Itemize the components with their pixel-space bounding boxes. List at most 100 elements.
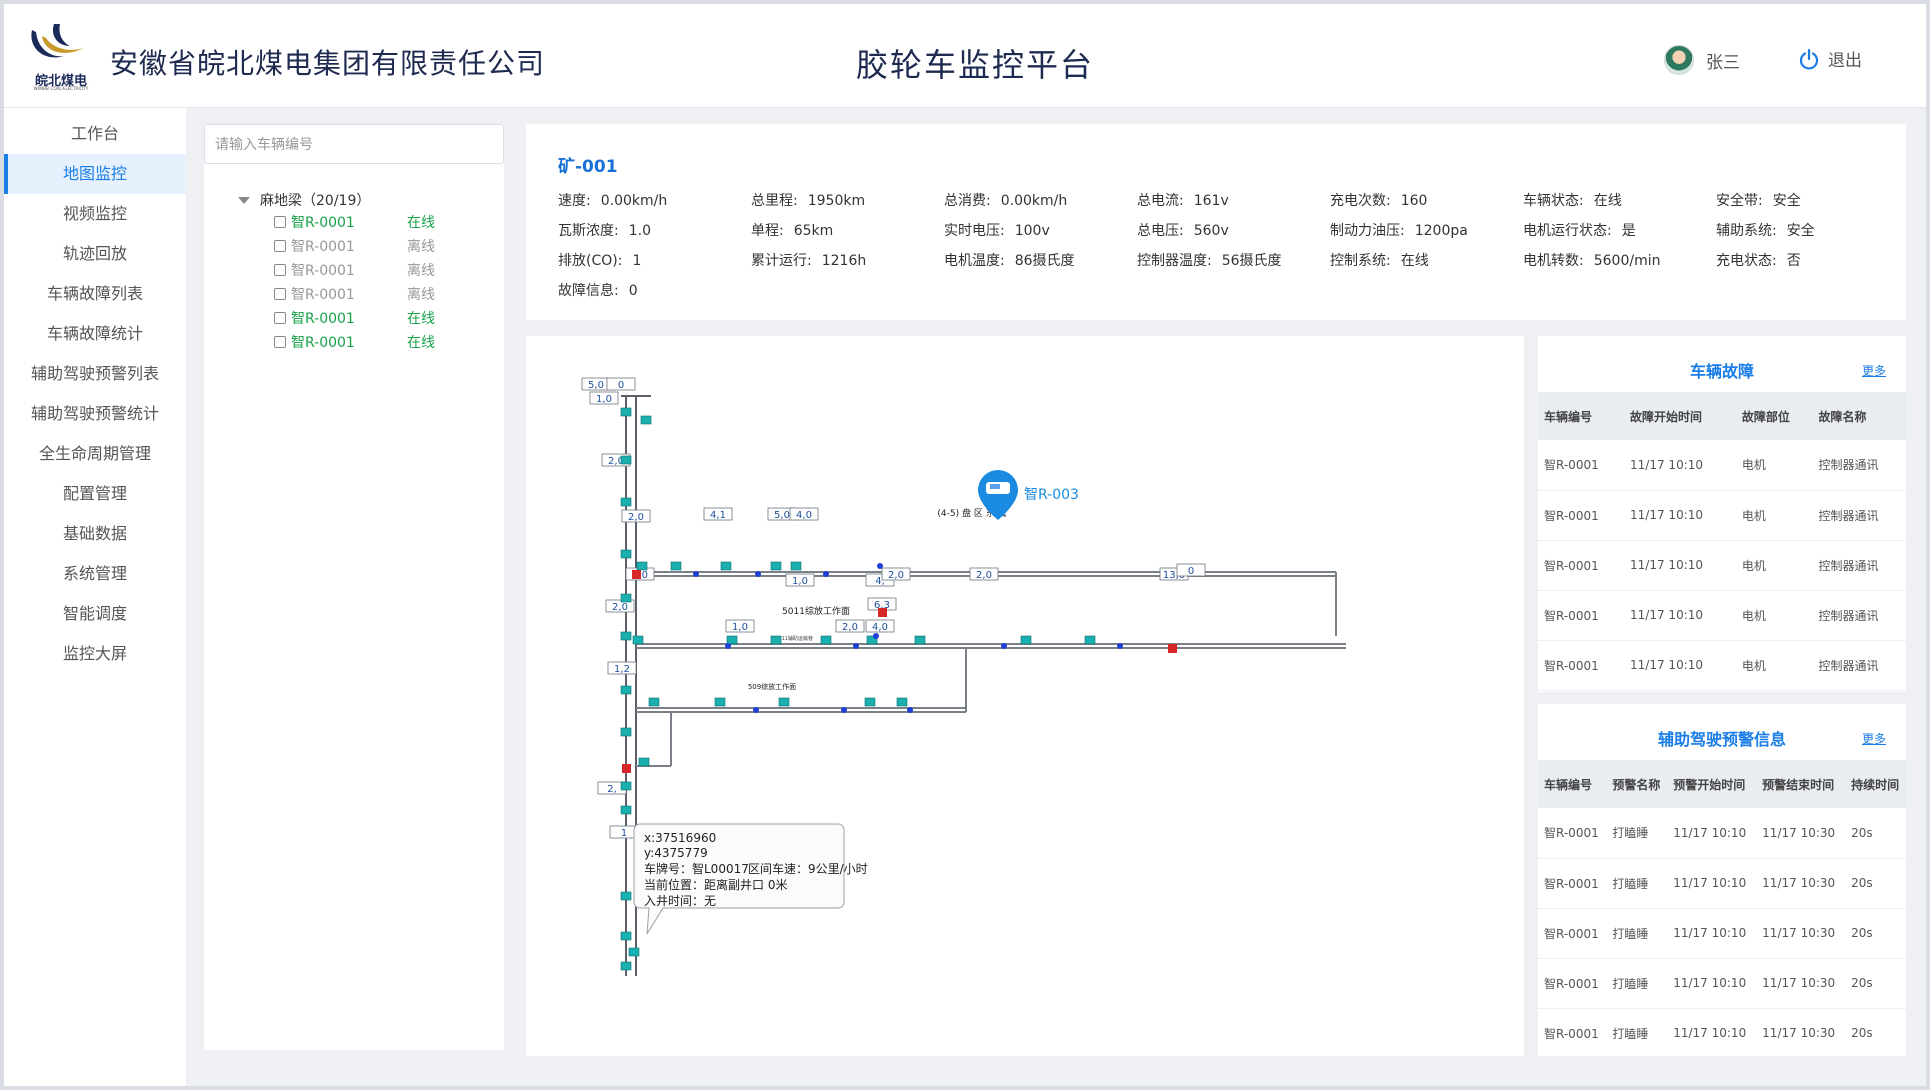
node-labels: 5,001,02,02,04,15,04,01,01,04,2,02,013,0… xyxy=(581,377,1206,839)
table-cell: 11/17 10:10 xyxy=(1624,490,1736,541)
info-value: 160 xyxy=(1400,193,1428,209)
equipment-icon xyxy=(638,757,650,767)
vehicle-pin-label: 智R-003 xyxy=(1024,487,1079,503)
info-label: 单程: xyxy=(751,223,784,239)
sidebar-item[interactable]: 系统管理 xyxy=(62,564,127,583)
info-field: 车辆状态:在线 xyxy=(1523,190,1716,209)
vehicle-checkbox[interactable] xyxy=(274,216,286,228)
logo-subtext: WANBEI COAL-ELECTRICITY xyxy=(33,86,89,91)
table-cell: 智R-0001 xyxy=(1538,440,1625,491)
sidebar-item[interactable]: 智能调度 xyxy=(62,604,127,623)
sidebar-item[interactable]: 辅助驾驶预警列表 xyxy=(30,364,159,383)
tooltip-plate: 车牌号：智L00017 xyxy=(644,861,749,876)
table-cell: 智R-0001 xyxy=(1538,908,1607,959)
equipment-icon xyxy=(620,781,632,791)
vehicle-pin-marker[interactable]: 智R-003 xyxy=(978,470,1079,520)
node-label: 2,0 xyxy=(969,567,999,581)
sidebar-item[interactable]: 监控大屏 xyxy=(62,644,127,663)
table-header: 故障部位 xyxy=(1735,392,1813,440)
sidebar-item[interactable]: 辅助驾驶预警统计 xyxy=(30,404,159,423)
node-label-text: 1,0 xyxy=(792,576,808,587)
table-cell: 20s xyxy=(1845,908,1906,959)
sidebar-item[interactable]: 地图监控 xyxy=(4,154,186,194)
warning-more-link[interactable]: 更多 xyxy=(1861,732,1886,746)
vehicle-checkbox[interactable] xyxy=(274,288,286,300)
table-cell: 控制器通讯 xyxy=(1812,590,1906,641)
table-header: 故障名称 xyxy=(1812,392,1906,440)
info-value: 0.00km/h xyxy=(1000,193,1068,209)
sidebar-item[interactable]: 视频监控 xyxy=(62,204,127,223)
vehicle-status: 离线 xyxy=(407,287,435,303)
sidebar-item[interactable]: 轨迹回放 xyxy=(62,244,127,263)
node-label-text: 1 xyxy=(621,828,627,839)
node-label-text: 6,3 xyxy=(874,600,890,611)
vehicle-status: 在线 xyxy=(407,311,435,327)
sidebar-item[interactable]: 配置管理 xyxy=(62,484,127,503)
equipment-icon xyxy=(670,561,682,571)
tree-root-node[interactable]: 麻地梁（20/19） xyxy=(238,190,435,210)
vehicle-checkbox[interactable] xyxy=(274,336,286,348)
table-cell: 打瞌睡 xyxy=(1606,1008,1668,1059)
sensor-dot-icon xyxy=(877,563,883,569)
info-value: 560v xyxy=(1193,223,1229,239)
node-label: 2,0 xyxy=(881,567,911,581)
table-cell: 11/17 10:10 xyxy=(1624,590,1736,641)
table-cell: 控制器通讯 xyxy=(1812,490,1906,541)
logout-label: 退出 xyxy=(1828,51,1862,71)
vehicle-checkbox[interactable] xyxy=(274,264,286,276)
sidebar-item[interactable]: 工作台 xyxy=(70,124,119,143)
vehicle-checkbox[interactable] xyxy=(274,240,286,252)
table-cell: 智R-0001 xyxy=(1538,490,1625,541)
table-cell: 控制器通讯 xyxy=(1812,440,1906,491)
equipment-icon xyxy=(648,697,660,707)
sidebar-item[interactable]: 车辆故障统计 xyxy=(46,324,143,343)
info-label: 充电次数: xyxy=(1330,193,1391,209)
vehicle-checkbox[interactable] xyxy=(274,312,286,324)
info-value: 是 xyxy=(1621,223,1636,239)
info-value: 在线 xyxy=(1400,253,1429,269)
sidebar-item[interactable]: 全生命周期管理 xyxy=(38,444,151,463)
info-label: 辅助系统: xyxy=(1716,223,1777,239)
vehicle-status: 在线 xyxy=(407,335,435,351)
table-header: 故障开始时间 xyxy=(1624,392,1736,440)
user-menu[interactable]: 张三 xyxy=(1664,44,1740,76)
info-field: 制动力油压:1200pa xyxy=(1330,220,1523,239)
sensor-dot-icon xyxy=(725,643,731,649)
page-title: 胶轮车监控平台 xyxy=(856,46,1095,84)
mine-map-canvas[interactable]: (4-5) 盘 区 东 翼 5011综放工作面 5011辅助运输巷 509综放工… xyxy=(526,336,1524,1056)
avatar[interactable] xyxy=(1664,45,1694,75)
mine-map[interactable]: (4-5) 盘 区 东 翼 5011综放工作面 5011辅助运输巷 509综放工… xyxy=(526,336,1524,1056)
table-cell: 11/17 10:30 xyxy=(1756,808,1846,859)
caret-down-icon[interactable] xyxy=(238,196,250,204)
vehicle-search-input[interactable] xyxy=(204,124,504,164)
info-value: 在线 xyxy=(1593,193,1622,209)
table-cell: 智R-0001 xyxy=(1538,808,1607,859)
fault-more-link[interactable]: 更多 xyxy=(1861,364,1886,378)
sidebar-item[interactable]: 基础数据 xyxy=(62,524,127,543)
sensor-dot-icon xyxy=(873,633,879,639)
table-cell: 11/17 10:10 xyxy=(1667,858,1757,909)
sidebar-item[interactable]: 车辆故障列表 xyxy=(46,284,143,303)
logout-button[interactable]: 退出 xyxy=(1798,46,1862,71)
node-label: 2,0 xyxy=(621,509,651,523)
node-label: 1,0 xyxy=(589,391,619,405)
